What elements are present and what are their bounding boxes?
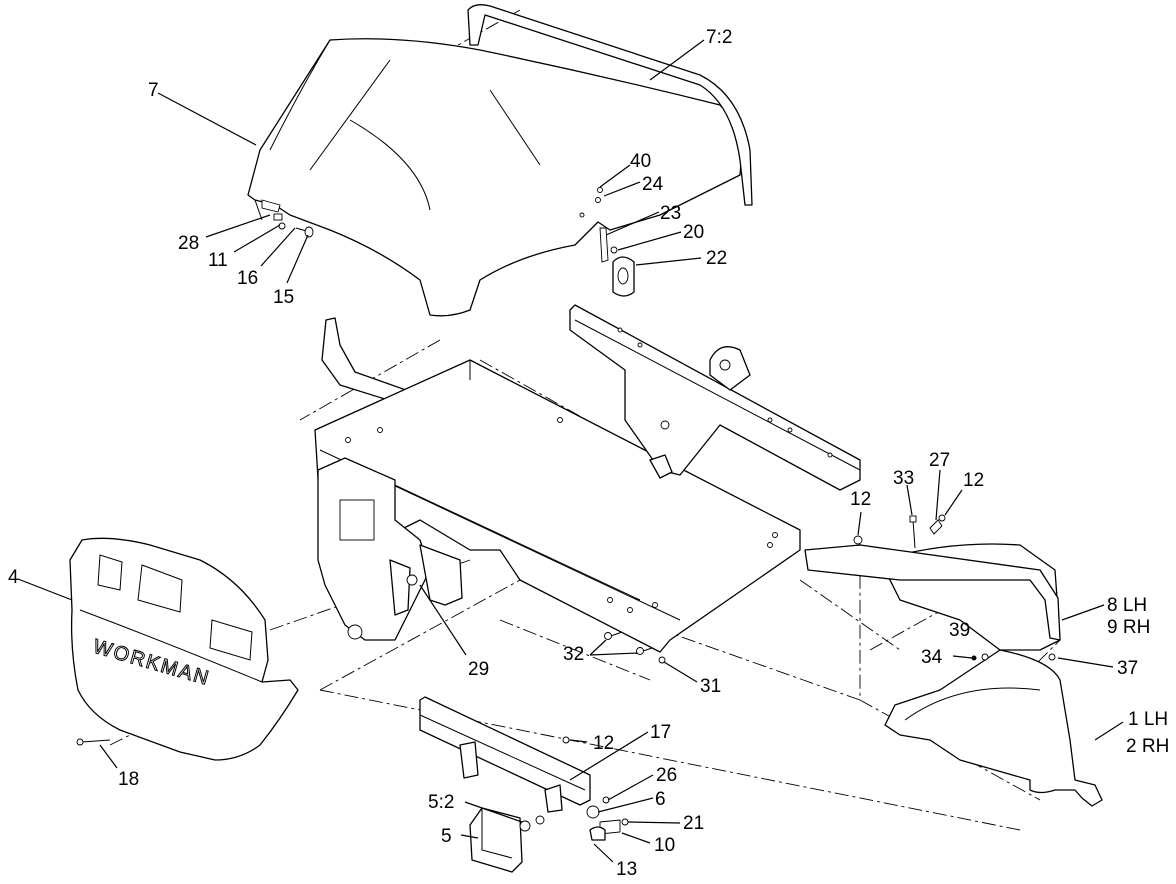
front-frame-assembly [314,317,801,664]
callout-18: 18 [118,769,139,790]
callout-39: 39 [949,620,970,641]
callout-33: 33 [893,468,914,489]
callout-12-bracket: 12 [593,733,614,754]
callout-16: 16 [237,268,258,289]
frame-screws [604,631,653,655]
callout-2-rh: 2 RH [1126,736,1169,757]
callout-32: 32 [563,644,584,665]
cross-member [569,304,861,491]
callout-28: 28 [178,233,199,254]
rear-fender-part [804,543,1103,807]
callout-12-frame: 12 [850,489,871,510]
callout-23: 23 [660,203,681,224]
callout-37: 37 [1117,658,1138,679]
callout-10: 10 [654,835,675,856]
headlight-part [469,807,545,873]
hood-part [247,38,742,317]
callout-11: 11 [208,250,228,271]
callout-7: 7 [148,80,159,101]
callout-1-lh: 1 LH [1128,709,1168,730]
callout-21: 21 [683,813,704,834]
callout-9-rh: 9 RH [1107,617,1150,638]
callout-34: 34 [921,647,943,668]
callout-13: 13 [616,859,637,880]
light-bracket-part [419,696,629,841]
front-bumper-part: WORKMAN [69,537,299,761]
callout-6: 6 [655,789,666,810]
callout-20: 20 [683,222,704,243]
callout-17: 17 [650,722,671,743]
leader-lines [17,39,1124,863]
callout-22: 22 [706,248,727,269]
callout-29: 29 [468,659,489,680]
callout-24: 24 [642,174,664,195]
bumper-bolt [76,738,111,746]
callout-8-lh: 8 LH [1107,595,1147,616]
callout-5-2: 5:2 [428,792,454,813]
fender-hardware [853,514,1056,661]
callout-4: 4 [8,567,19,588]
callout-27: 27 [929,450,950,471]
callout-31: 31 [700,676,721,697]
callout-5: 5 [441,826,452,847]
callout-7-2: 7:2 [706,27,732,48]
hood-hardware [273,187,635,297]
hood-trim-part [467,4,753,206]
callout-15: 15 [273,287,294,308]
callout-40: 40 [630,151,651,172]
callout-labels: 7 7:2 28 11 16 15 40 24 23 20 22 4 18 29… [8,27,1169,880]
callout-12-fender: 12 [963,470,984,491]
callout-26: 26 [656,765,677,786]
